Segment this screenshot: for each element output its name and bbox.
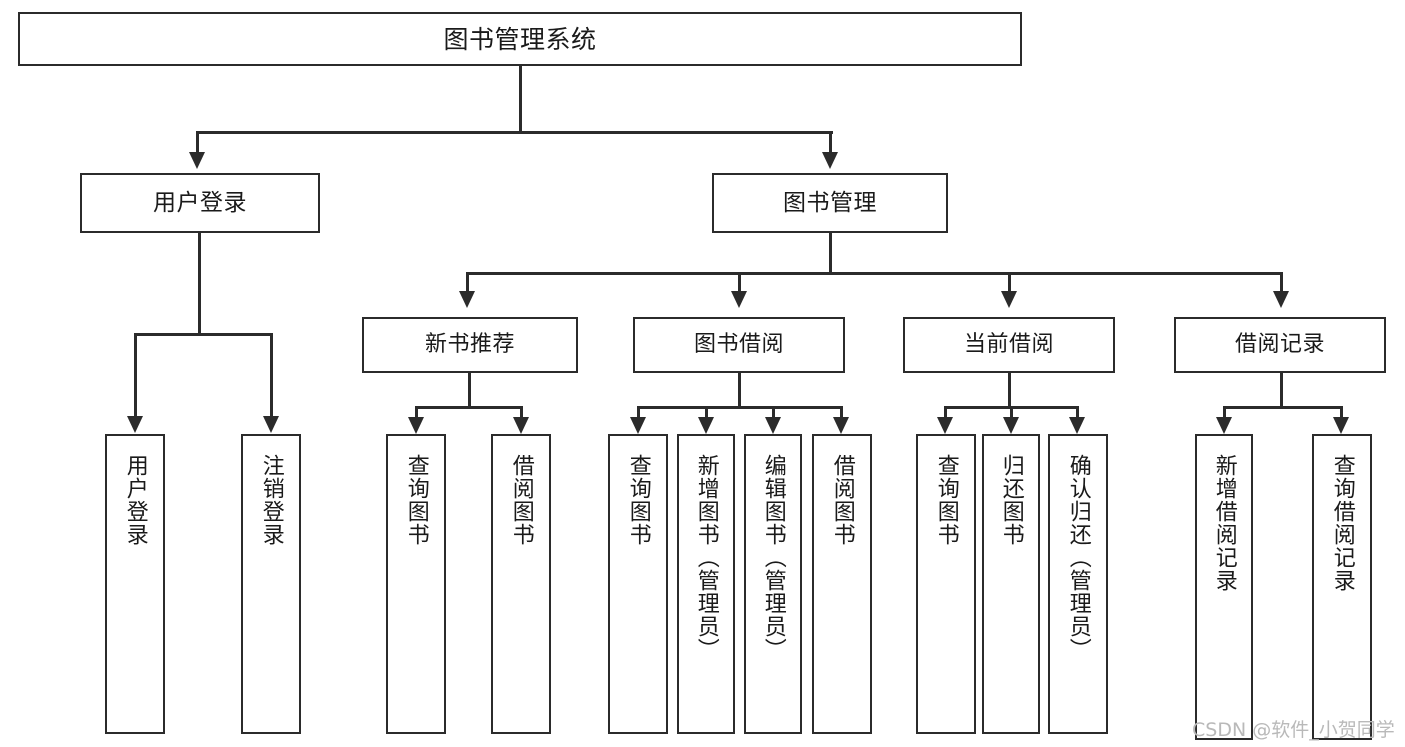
node-root[interactable]: 图书管理系统 [18, 12, 1022, 66]
edge-drop-cb-return [1010, 406, 1013, 420]
edge-current-borrow-stem [1008, 373, 1011, 408]
leaf-nb-borrow-book[interactable]: 借阅图书 [491, 434, 551, 734]
edge-user-login-bus [134, 333, 273, 336]
leaf-logout-label: 注销登录 [258, 454, 284, 546]
arrow-bb-borrow [833, 417, 849, 434]
edge-new-book-bus [415, 406, 523, 409]
edge-drop-nb-query [415, 406, 418, 420]
arrow-current-borrow [1001, 291, 1017, 308]
leaf-nb-borrow-book-label: 借阅图书 [508, 454, 534, 546]
arrow-bb-query [630, 417, 646, 434]
edge-drop-leaf-user-login [134, 333, 137, 419]
edge-root-stem [519, 66, 522, 133]
edge-user-login-stem [198, 233, 201, 335]
arrow-br-add [1216, 417, 1232, 434]
node-borrow-record[interactable]: 借阅记录 [1174, 317, 1386, 373]
leaf-br-query-record[interactable]: 查询借阅记录 [1312, 434, 1372, 740]
edge-drop-bb-borrow [840, 406, 843, 420]
leaf-br-add-record-label: 新增借阅记录 [1211, 454, 1237, 592]
arrow-nb-borrow [513, 417, 529, 434]
leaf-bb-borrow-book[interactable]: 借阅图书 [812, 434, 872, 734]
leaf-cb-return-book[interactable]: 归还图书 [982, 434, 1040, 734]
node-user-login-label: 用户登录 [153, 189, 247, 216]
arrow-cb-return [1003, 417, 1019, 434]
node-new-book-recommend[interactable]: 新书推荐 [362, 317, 578, 373]
arrow-bb-add [698, 417, 714, 434]
node-root-label: 图书管理系统 [443, 24, 597, 54]
leaf-nb-query-book[interactable]: 查询图书 [386, 434, 446, 734]
edge-drop-leaf-logout [270, 333, 273, 419]
arrow-book-mgmt [822, 152, 838, 169]
edge-drop-br-add [1223, 406, 1226, 420]
edge-drop-cb-query [944, 406, 947, 420]
leaf-bb-query-book-label: 查询图书 [625, 454, 651, 546]
arrow-user-login [189, 152, 205, 169]
leaf-user-login[interactable]: 用户登录 [105, 434, 165, 734]
edge-drop-nb-borrow [520, 406, 523, 420]
edge-book-borrow-stem [738, 373, 741, 408]
leaf-bb-edit-book-label: 编辑图书（管理员） [760, 454, 786, 661]
leaf-cb-return-book-label: 归还图书 [998, 454, 1024, 546]
leaf-bb-query-book[interactable]: 查询图书 [608, 434, 668, 734]
arrow-cb-query [937, 417, 953, 434]
edge-borrow-record-bus [1223, 406, 1343, 409]
arrow-cb-confirm [1069, 417, 1085, 434]
arrow-leaf-logout [263, 416, 279, 433]
arrow-nb-query [408, 417, 424, 434]
node-book-management-label: 图书管理 [783, 189, 877, 216]
csdn-watermark: CSDN @软件_小贺同学 [1192, 719, 1395, 741]
node-borrow-record-label: 借阅记录 [1234, 332, 1325, 357]
leaf-logout[interactable]: 注销登录 [241, 434, 301, 734]
arrow-new-books [459, 291, 475, 308]
leaf-bb-add-book-label: 新增图书（管理员） [693, 454, 719, 661]
leaf-br-add-record[interactable]: 新增借阅记录 [1195, 434, 1253, 740]
edge-drop-bb-edit [772, 406, 775, 420]
leaf-cb-confirm-return-label: 确认归还（管理员） [1065, 454, 1091, 661]
edge-level1-bus [196, 131, 833, 134]
edge-drop-book-borrow [738, 272, 741, 294]
arrow-bb-edit [765, 417, 781, 434]
node-new-book-recommend-label: 新书推荐 [424, 332, 515, 357]
edge-drop-new-books [466, 272, 469, 294]
node-book-borrow[interactable]: 图书借阅 [633, 317, 845, 373]
edge-level3-bus [466, 272, 1283, 275]
node-book-borrow-label: 图书借阅 [693, 332, 784, 357]
leaf-bb-borrow-book-label: 借阅图书 [829, 454, 855, 546]
node-book-management[interactable]: 图书管理 [712, 173, 948, 233]
edge-book-mgmt-stem [829, 233, 832, 274]
leaf-user-login-label: 用户登录 [122, 454, 148, 546]
edge-new-book-stem [468, 373, 471, 408]
edge-drop-borrow-record [1280, 272, 1283, 294]
leaf-cb-confirm-return[interactable]: 确认归还（管理员） [1048, 434, 1108, 734]
edge-drop-br-query [1340, 406, 1343, 420]
leaf-nb-query-book-label: 查询图书 [403, 454, 429, 546]
leaf-bb-add-book[interactable]: 新增图书（管理员） [677, 434, 735, 734]
leaf-cb-query-book-label: 查询图书 [933, 454, 959, 546]
edge-drop-cb-confirm [1076, 406, 1079, 420]
edge-drop-book-mgmt [829, 131, 832, 155]
edge-borrow-record-stem [1280, 373, 1283, 408]
arrow-leaf-user-login [127, 416, 143, 433]
edge-drop-bb-add [705, 406, 708, 420]
edge-book-borrow-bus [637, 406, 843, 409]
leaf-bb-edit-book[interactable]: 编辑图书（管理员） [744, 434, 802, 734]
node-current-borrow-label: 当前借阅 [963, 332, 1054, 357]
node-user-login[interactable]: 用户登录 [80, 173, 320, 233]
edge-drop-user-login [196, 131, 199, 155]
node-current-borrow[interactable]: 当前借阅 [903, 317, 1115, 373]
arrow-book-borrow [731, 291, 747, 308]
arrow-br-query [1333, 417, 1349, 434]
edge-drop-bb-query [637, 406, 640, 420]
edge-drop-current-borrow [1008, 272, 1011, 294]
leaf-br-query-record-label: 查询借阅记录 [1329, 454, 1355, 592]
leaf-cb-query-book[interactable]: 查询图书 [916, 434, 976, 734]
arrow-borrow-record [1273, 291, 1289, 308]
